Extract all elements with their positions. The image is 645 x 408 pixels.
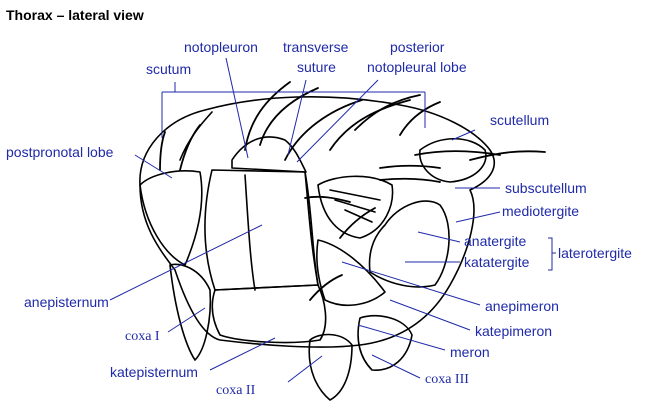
label-katepimeron: katepimeron [475, 323, 552, 339]
label-coxa-iii: coxa III [425, 372, 469, 387]
coxa-iii-shape [357, 314, 413, 371]
label-notopleuron: notopleuron [184, 39, 258, 55]
coxa-i-shape [169, 263, 212, 361]
label-coxa-ii: coxa II [216, 383, 256, 398]
coxa-ii-shape [308, 333, 353, 401]
label-laterotergite: laterotergite [558, 245, 632, 261]
leader-lines [109, 57, 556, 383]
label-anatergite: anatergite [464, 233, 526, 249]
label-meron: meron [450, 344, 490, 360]
diagram-title: Thorax – lateral view [6, 7, 144, 23]
anepisternum-region [204, 169, 319, 291]
label-transverse: transverse [283, 39, 349, 55]
label-suture: suture [297, 59, 336, 75]
label-anepimeron: anepimeron [485, 298, 559, 314]
label-katepisternum: katepisternum [110, 364, 198, 380]
label-postpronotal-lobe: postpronotal lobe [6, 144, 114, 160]
label-posterior: posterior [390, 39, 445, 55]
label-scutum: scutum [146, 61, 191, 77]
label-scutellum: scutellum [490, 112, 549, 128]
laterotergite-region [368, 200, 450, 288]
notopleuron-region [231, 136, 307, 173]
label-mediotergite: mediotergite [502, 203, 579, 219]
label-anepisternum: anepisternum [24, 294, 109, 310]
label-subscutellum: subscutellum [505, 180, 587, 196]
label-coxa-i: coxa I [125, 329, 160, 344]
label-katatergite: katatergite [464, 254, 530, 270]
spiracle [317, 175, 394, 239]
bristles [159, 81, 546, 301]
label-notopleural-lobe: notopleural lobe [367, 59, 467, 75]
